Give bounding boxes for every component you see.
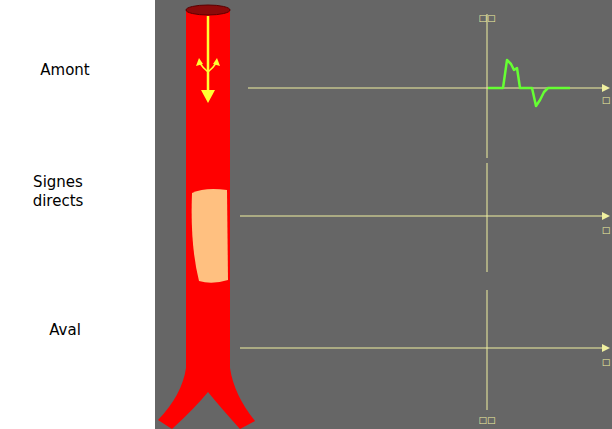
axis-symbol: □□	[477, 415, 497, 425]
background-panel	[155, 0, 612, 429]
artery-lumen-top	[186, 5, 230, 15]
axis-symbol: □	[600, 357, 612, 367]
level-label: Aval	[30, 321, 100, 340]
beam-arrow-head	[196, 58, 203, 66]
time-axis	[240, 216, 604, 217]
level-label: Amont	[30, 61, 100, 80]
axis-head	[602, 212, 610, 220]
axes	[240, 14, 604, 410]
doppler-waveform	[488, 60, 570, 106]
beam-arrow-head	[213, 58, 220, 66]
flow-arrow-head	[201, 90, 215, 103]
axis-heads	[602, 84, 610, 352]
level-label: Signes directs	[18, 173, 98, 211]
axis-symbol: □	[600, 95, 612, 105]
velocity-axis	[487, 290, 488, 410]
axis-head	[602, 84, 610, 92]
velocity-axis	[487, 163, 488, 272]
axis-head	[602, 344, 610, 352]
artery	[158, 10, 255, 429]
axis-symbol: □	[600, 225, 612, 235]
flow-arrow	[207, 16, 210, 92]
axis-symbol: □□	[477, 13, 497, 23]
plaque	[192, 189, 228, 283]
velocity-axis	[487, 14, 488, 158]
time-axis	[240, 348, 604, 349]
